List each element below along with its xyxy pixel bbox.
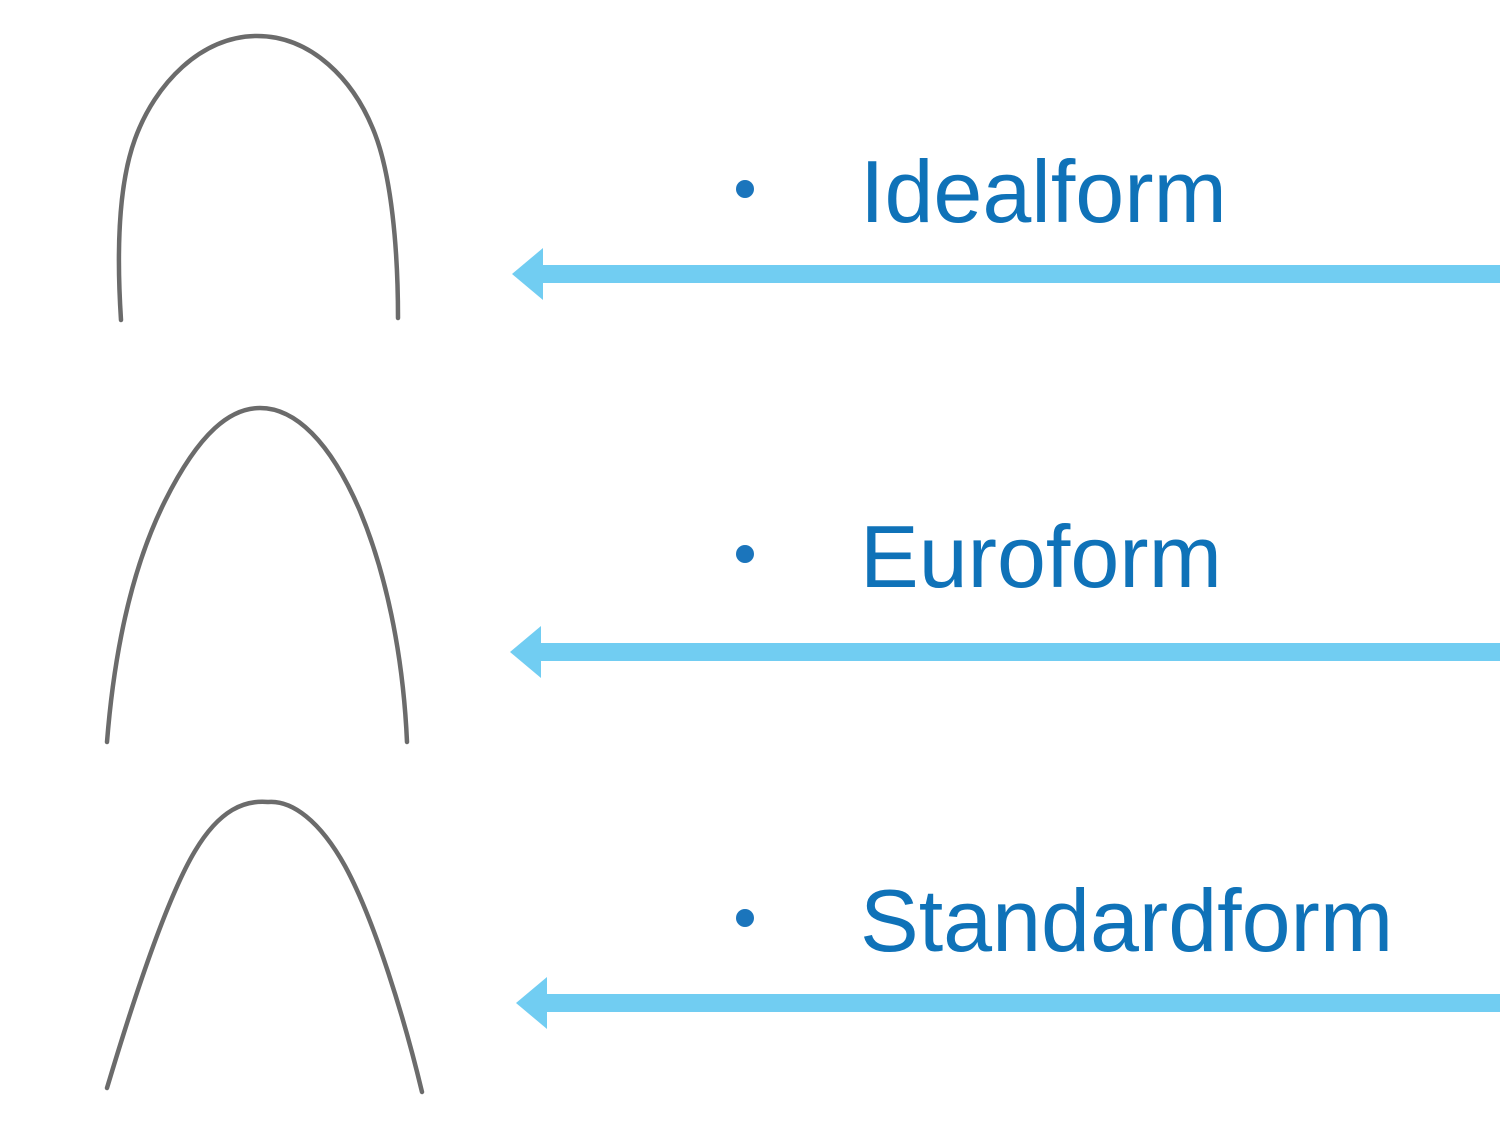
label-euroform: Euroform bbox=[860, 507, 1222, 606]
arrow-head bbox=[512, 248, 543, 300]
archwire-standardform-image bbox=[104, 799, 425, 1095]
arrow-shaft bbox=[539, 643, 1500, 661]
bullet-dot-icon bbox=[736, 909, 754, 927]
arrow-shaft bbox=[545, 994, 1500, 1012]
bullet-dot-icon bbox=[736, 545, 754, 563]
arrow-shaft bbox=[541, 265, 1500, 283]
label-standardform: Standardform bbox=[860, 871, 1394, 970]
arrow-head bbox=[516, 977, 547, 1029]
list-item-standardform: Standardform bbox=[736, 877, 1393, 965]
archwire-idealform-image bbox=[116, 33, 401, 323]
list-item-euroform: Euroform bbox=[736, 513, 1222, 601]
arrow-head bbox=[510, 626, 541, 678]
bullet-dot-icon bbox=[736, 180, 754, 198]
archwire-euroform-image bbox=[104, 405, 410, 745]
list-item-idealform: Idealform bbox=[736, 148, 1227, 236]
label-idealform: Idealform bbox=[860, 142, 1227, 241]
